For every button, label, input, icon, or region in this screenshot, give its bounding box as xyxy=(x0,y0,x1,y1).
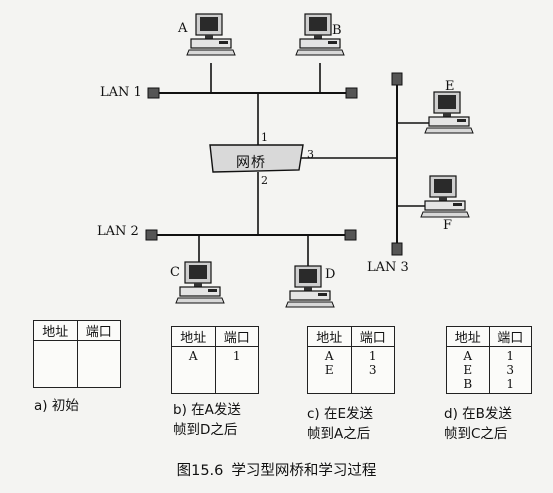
table-c-header-address: 地址 xyxy=(307,326,352,347)
bridge-label: 网桥 xyxy=(236,155,266,171)
table-row: A 1 xyxy=(171,346,259,394)
table-c-port-2: 3 xyxy=(368,363,377,377)
table-b-address-1: A xyxy=(188,349,198,363)
table-c-header-port: 端口 xyxy=(350,326,395,347)
caption-d-line2: 帧到C之后 xyxy=(444,426,508,442)
table-a-port-cell xyxy=(76,340,121,388)
table-a-header-port: 端口 xyxy=(76,320,121,341)
node-label-b: B xyxy=(332,23,342,38)
node-label-d: D xyxy=(325,267,336,282)
caption-b-line2: 帧到D之后 xyxy=(173,422,238,438)
table-d-port-3: 1 xyxy=(506,377,515,391)
lan3-label: LAN 3 xyxy=(367,260,409,275)
table-d-address-1: A xyxy=(463,349,473,363)
caption-c-line1: c) 在E发送 xyxy=(307,406,374,422)
caption-b-line1: b) 在A发送 xyxy=(173,402,241,418)
node-label-a: A xyxy=(178,21,188,36)
lan1-terminator-right xyxy=(345,87,358,99)
table-d-port-2: 3 xyxy=(506,363,515,377)
forwarding-table-d: 地址 端口 A E B 1 3 1 xyxy=(446,326,532,394)
node-label-f: F xyxy=(443,218,453,233)
table-a-address-cell xyxy=(33,340,78,388)
table-row xyxy=(33,340,121,388)
lan1-label: LAN 1 xyxy=(100,85,142,100)
lan2-terminator-right xyxy=(344,229,357,241)
node-label-e: E xyxy=(445,79,455,94)
lan3-terminator-top xyxy=(391,72,403,86)
figure-caption: 图15.6 学习型网桥和学习过程 xyxy=(0,459,553,480)
computer-c-icon xyxy=(175,261,225,304)
forwarding-table-b: 地址 端口 A 1 xyxy=(171,326,259,394)
bridge-port-1: 1 xyxy=(261,131,268,144)
table-b-header-port: 端口 xyxy=(214,326,259,347)
caption-c-line2: 帧到A之后 xyxy=(307,426,371,442)
computer-f-icon xyxy=(420,175,470,218)
table-d-address-2: E xyxy=(463,363,473,377)
figure-title: 学习型网桥和学习过程 xyxy=(231,463,377,479)
caption-d-line1: d) 在B发送 xyxy=(444,406,512,422)
table-b-port-1: 1 xyxy=(232,349,241,363)
bridge-port-2: 2 xyxy=(261,174,268,187)
table-c-address-2: E xyxy=(324,363,334,377)
table-a-header-address: 地址 xyxy=(33,320,78,341)
table-d-header-address: 地址 xyxy=(446,326,490,347)
table-b-header-address: 地址 xyxy=(171,326,216,347)
figure-number: 图15.6 xyxy=(176,463,224,479)
table-d-address-3: B xyxy=(463,377,473,391)
table-row: A E B 1 3 1 xyxy=(446,346,532,394)
bridge-port-3: 3 xyxy=(307,148,314,161)
lan2-terminator-left xyxy=(145,229,158,241)
bridge-box xyxy=(209,144,304,173)
forwarding-table-c: 地址 端口 A E 1 3 xyxy=(307,326,395,394)
table-c-port-1: 1 xyxy=(368,349,377,363)
node-label-c: C xyxy=(170,265,180,280)
computer-e-icon xyxy=(424,91,474,134)
table-d-header-port: 端口 xyxy=(488,326,532,347)
lan1-terminator-left xyxy=(147,87,160,99)
table-row: A E 1 3 xyxy=(307,346,395,394)
forwarding-table-a: 地址 端口 xyxy=(33,320,121,388)
table-d-port-1: 1 xyxy=(506,349,515,363)
lan2-label: LAN 2 xyxy=(97,224,139,239)
table-c-address-1: A xyxy=(324,349,334,363)
lan3-terminator-bottom xyxy=(391,242,403,256)
caption-a: a) 初始 xyxy=(34,398,79,414)
computer-a-icon xyxy=(186,13,236,56)
